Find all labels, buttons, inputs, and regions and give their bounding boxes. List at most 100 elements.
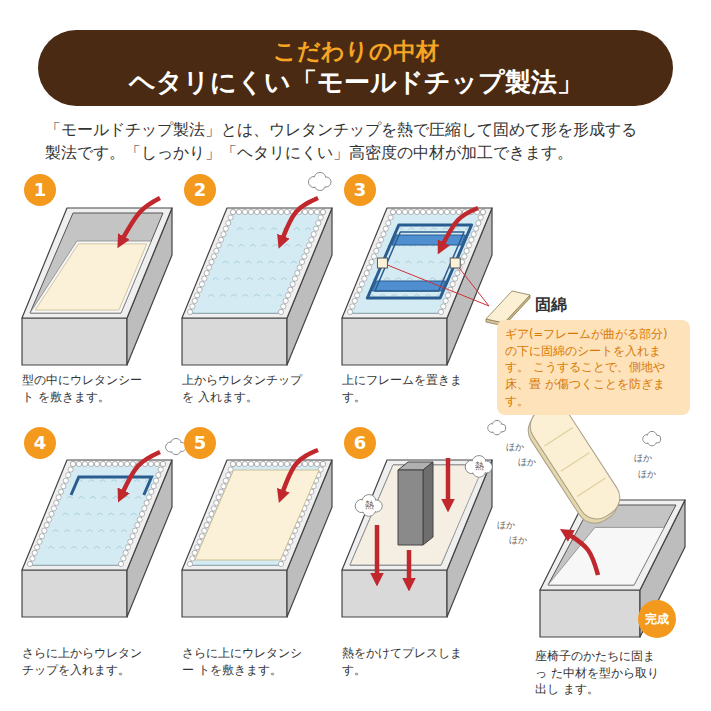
pressed-surface (350, 465, 484, 565)
urethane-chip (478, 215, 483, 220)
sheet-top (486, 291, 530, 323)
urethane-chip (362, 276, 367, 281)
urethane-chip (309, 237, 314, 242)
step-number-text: 6 (354, 434, 367, 452)
mold-front (182, 570, 287, 617)
urethane-chip (383, 226, 388, 231)
chip-texture (82, 546, 88, 548)
chip-texture (97, 513, 103, 515)
step-caption: 上からウレタンチップを 入れます。 (182, 372, 312, 405)
urethane-chip (369, 259, 374, 264)
puff-fill (493, 427, 500, 434)
urethane-chip (153, 478, 158, 483)
red-arrow (568, 534, 598, 575)
urethane-chip (160, 461, 165, 466)
puff-fill (172, 446, 180, 454)
chip-texture (277, 294, 283, 296)
urethane-chips (190, 213, 324, 313)
step-number-text: 完成 (645, 613, 669, 625)
urethane-chip (302, 461, 307, 466)
urethane-chip (112, 461, 117, 466)
urethane-chip (148, 461, 153, 466)
leader-line (382, 263, 489, 306)
gear-pad (450, 258, 460, 268)
mold (182, 208, 332, 365)
gear-pad (377, 258, 387, 268)
urethane-chip (137, 517, 142, 522)
chip-texture (113, 496, 119, 498)
urethane-chip (218, 237, 223, 242)
urethane-chip (254, 209, 259, 214)
chip-texture (417, 261, 423, 263)
urethane-chip (278, 461, 283, 466)
chip-texture (238, 244, 244, 246)
chip-texture (60, 546, 66, 548)
chip-texture (281, 278, 287, 280)
steam-puff (643, 431, 661, 445)
chip-texture (430, 278, 436, 280)
chip-texture (295, 244, 301, 246)
chip-texture (248, 228, 254, 230)
urethane-chip (228, 215, 233, 220)
urethane-chip (230, 461, 235, 466)
step-number-text: 1 (34, 181, 47, 199)
urethane-chip (390, 209, 395, 214)
urethane-chip (402, 209, 407, 214)
chip-texture (53, 530, 59, 532)
urethane-chip (37, 539, 42, 544)
chip-texture (284, 244, 290, 246)
chip-texture (75, 530, 81, 532)
urethane-chip (299, 259, 304, 264)
urethane-chip (207, 517, 212, 522)
chip-texture (100, 480, 106, 482)
chip-texture (402, 294, 408, 296)
mold (182, 460, 332, 617)
urethane-chip (204, 271, 209, 276)
press-front (398, 470, 423, 545)
chip-texture (384, 278, 390, 280)
chip-texture (428, 261, 434, 263)
steam-label: ほか (638, 468, 656, 481)
urethane-chip (381, 232, 386, 237)
urethane-chip (61, 484, 66, 489)
urethane-chip (130, 534, 135, 539)
mold-inner-wall (190, 213, 323, 313)
chip-texture (117, 546, 123, 548)
mold-floor (30, 241, 151, 313)
urethane-chip (190, 304, 195, 309)
cushion-seam (561, 453, 590, 472)
chip-texture (408, 228, 414, 230)
chip-texture (135, 496, 141, 498)
steam-label: ほか (518, 456, 536, 469)
urethane-chip (281, 304, 286, 309)
mold (342, 460, 492, 617)
step-caption: 上にフレームを置きます。 (342, 372, 472, 405)
urethane-chip (30, 556, 35, 561)
urethane-chip (44, 523, 49, 528)
red-arrow (407, 550, 412, 582)
steam-puff (355, 495, 382, 517)
urethane-chip (388, 215, 393, 220)
urethane-chip (292, 276, 297, 281)
urethane-chip (118, 461, 123, 466)
urethane-chip (304, 248, 309, 253)
urethane-chip (290, 282, 295, 287)
urethane-chip (209, 511, 214, 516)
urethane-chips (190, 465, 324, 565)
urethane-chip (355, 293, 360, 298)
urethane-chip (128, 539, 133, 544)
urethane-chip (226, 473, 231, 478)
chip-texture (220, 294, 226, 296)
urethane-chip (466, 243, 471, 248)
urethane-chip (414, 209, 419, 214)
red-arrow (446, 458, 451, 503)
urethane-chip (350, 304, 355, 309)
title-subheading: こだわりの中材 (273, 37, 439, 66)
urethane-chip (455, 271, 460, 276)
urethane-chip (432, 209, 437, 214)
chip-texture (134, 480, 140, 482)
urethane-chip (367, 265, 372, 270)
urethane-chip (207, 265, 212, 270)
urethane-chip (480, 209, 485, 214)
chip-texture (394, 261, 400, 263)
